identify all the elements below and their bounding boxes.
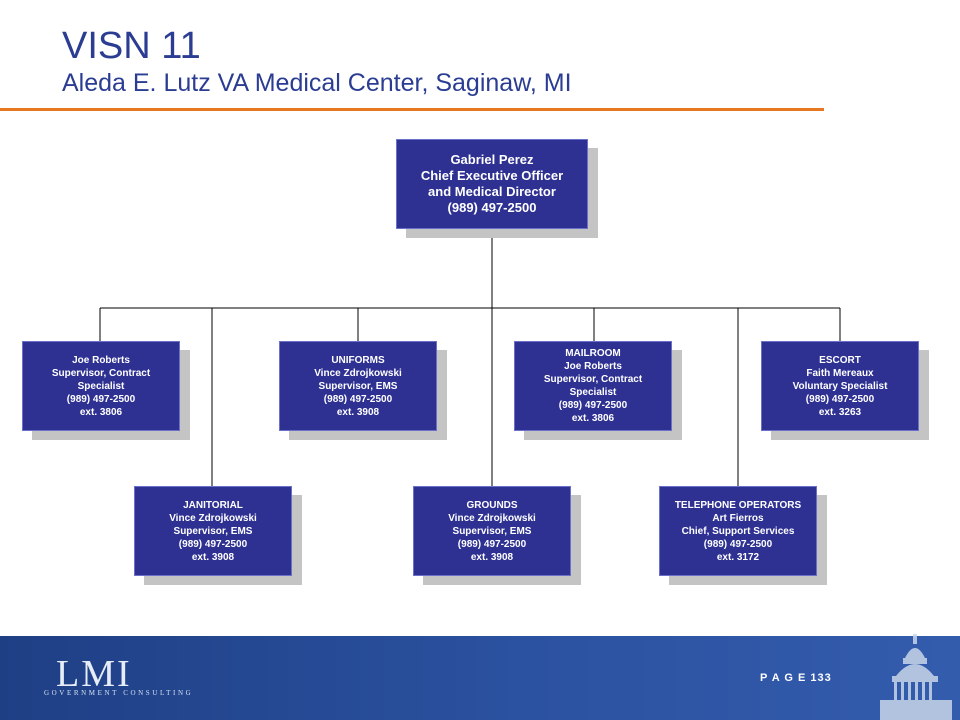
lmi-logo: LMI: [56, 653, 132, 695]
org-box-line: ext. 3806: [571, 413, 615, 424]
org-box-line: Supervisor, EMS: [318, 380, 398, 392]
org-box-line: Vince Zdrojkowski: [448, 512, 536, 524]
org-box-line: Supervisor, EMS: [452, 525, 532, 537]
org-box-line: Supervisor, EMS: [173, 525, 253, 537]
lmi-logo-subtitle: GOVERNMENT CONSULTING: [44, 689, 194, 697]
org-box-line: Vince Zdrojkowski: [314, 367, 402, 379]
slide-subtitle: Aleda E. Lutz VA Medical Center, Saginaw…: [62, 69, 572, 97]
org-box-line: Joe Roberts: [564, 361, 622, 372]
org-box-uniforms: UNIFORMS Vince Zdrojkowski Supervisor, E…: [279, 341, 437, 431]
accent-rule: [0, 108, 824, 111]
org-box-line: (989) 497-2500: [558, 400, 628, 411]
org-box-line: Voluntary Specialist: [792, 380, 888, 392]
org-box-janitorial: JANITORIAL Vince Zdrojkowski Supervisor,…: [134, 486, 292, 576]
page-number: P A G E 133: [760, 672, 832, 684]
org-box-escort: ESCORT Faith Mereaux Voluntary Specialis…: [761, 341, 919, 431]
slide-title-block: VISN 11 Aleda E. Lutz VA Medical Center,…: [62, 24, 572, 98]
org-box-line: TELEPHONE OPERATORS: [674, 499, 802, 511]
org-box-line: (989) 497-2500: [66, 393, 136, 405]
org-box-line: Joe Roberts: [72, 354, 130, 366]
org-box-line: Art Fierros: [712, 512, 764, 524]
org-box-line: (989) 497-2500: [447, 200, 537, 215]
org-box-line: Faith Mereaux: [806, 367, 874, 379]
org-box-line: ext. 3172: [716, 551, 760, 563]
org-box-line: (989) 497-2500: [323, 393, 393, 405]
org-box-line: Chief Executive Officer: [420, 168, 564, 183]
org-box-contract-specialist: Joe Roberts Supervisor, Contract Special…: [22, 341, 180, 431]
org-box-line: ext. 3806: [79, 406, 123, 418]
org-box-line: Supervisor, Contract: [51, 367, 151, 379]
org-box-line: ext. 3908: [336, 406, 380, 418]
org-box-line: Specialist: [77, 380, 125, 392]
org-box-line: (989) 497-2500: [178, 538, 248, 550]
org-box-line: Vince Zdrojkowski: [169, 512, 257, 524]
slide-title: VISN 11: [62, 25, 201, 67]
org-box-ceo: Gabriel Perez Chief Executive Officer an…: [396, 139, 588, 229]
org-box-line: ext. 3908: [470, 551, 514, 563]
org-box-line: (989) 497-2500: [457, 538, 527, 550]
org-connector-lines: [99, 229, 841, 486]
org-box-line: (989) 497-2500: [703, 538, 773, 550]
org-box-line: Chief, Support Services: [681, 525, 795, 537]
org-box-line: MAILROOM: [565, 348, 621, 359]
org-box-line: (989) 497-2500: [805, 393, 875, 405]
org-box-line: UNIFORMS: [331, 354, 385, 366]
org-box-line: JANITORIAL: [183, 499, 243, 511]
org-box-line: ext. 3908: [191, 551, 235, 563]
org-box-grounds: GROUNDS Vince Zdrojkowski Supervisor, EM…: [413, 486, 571, 576]
org-box-mailroom: MAILROOM Joe Roberts Supervisor, Contrac…: [514, 341, 672, 431]
org-box-line: GROUNDS: [466, 499, 518, 511]
org-box-line: Specialist: [569, 387, 617, 398]
org-box-line: Gabriel Perez: [450, 152, 534, 167]
org-box-line: ext. 3263: [818, 406, 862, 418]
capitol-dome-icon: [880, 634, 952, 720]
org-box-line: ESCORT: [819, 354, 861, 366]
org-box-line: and Medical Director: [428, 184, 556, 199]
org-box-line: Supervisor, Contract: [543, 374, 643, 385]
footer-banner: [0, 636, 960, 720]
org-box-telephone-operators: TELEPHONE OPERATORS Art Fierros Chief, S…: [659, 486, 817, 576]
